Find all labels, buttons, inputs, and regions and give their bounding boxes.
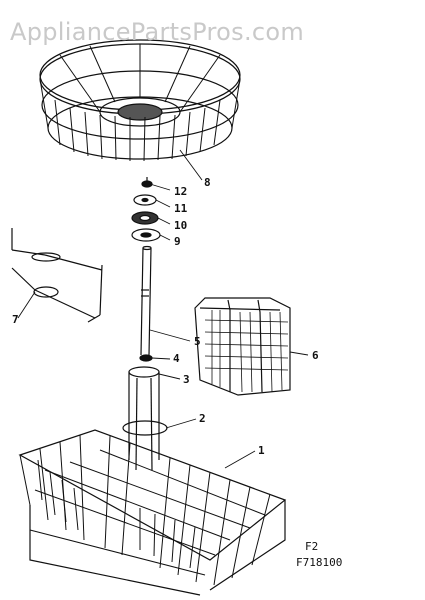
part-6-silverware-basket — [194, 297, 291, 396]
callout-9: 9 — [174, 235, 181, 248]
callout-6: 6 — [312, 349, 319, 362]
part-2-collar — [122, 420, 168, 436]
figure-number: F718100 — [296, 556, 343, 569]
part-10-seal — [131, 211, 159, 225]
part-5-tube — [140, 245, 152, 356]
callout-7: 7 — [12, 313, 19, 326]
part-9-washer — [131, 228, 161, 242]
figure-section: F2 — [305, 540, 319, 553]
leader-lines — [17, 149, 309, 469]
callout-4: 4 — [173, 352, 180, 365]
part-3-column — [128, 366, 160, 471]
callout-8: 8 — [204, 176, 211, 189]
callout-2: 2 — [199, 412, 206, 425]
watermark-text: AppliancePartsPros.com — [10, 18, 305, 46]
part-7-wire-bar — [11, 228, 103, 323]
callout-10: 10 — [174, 219, 188, 232]
callout-1: 1 — [258, 444, 265, 457]
callout-11: 11 — [174, 202, 188, 215]
callout-5: 5 — [194, 335, 201, 348]
callout-3: 3 — [183, 373, 190, 386]
part-11-washer — [133, 194, 157, 206]
part-4-connector — [139, 354, 153, 362]
callout-12: 12 — [174, 185, 188, 198]
part-1-lower-rack — [18, 429, 287, 596]
part-8-round-basket — [39, 39, 241, 162]
part-12-cap — [141, 177, 153, 188]
